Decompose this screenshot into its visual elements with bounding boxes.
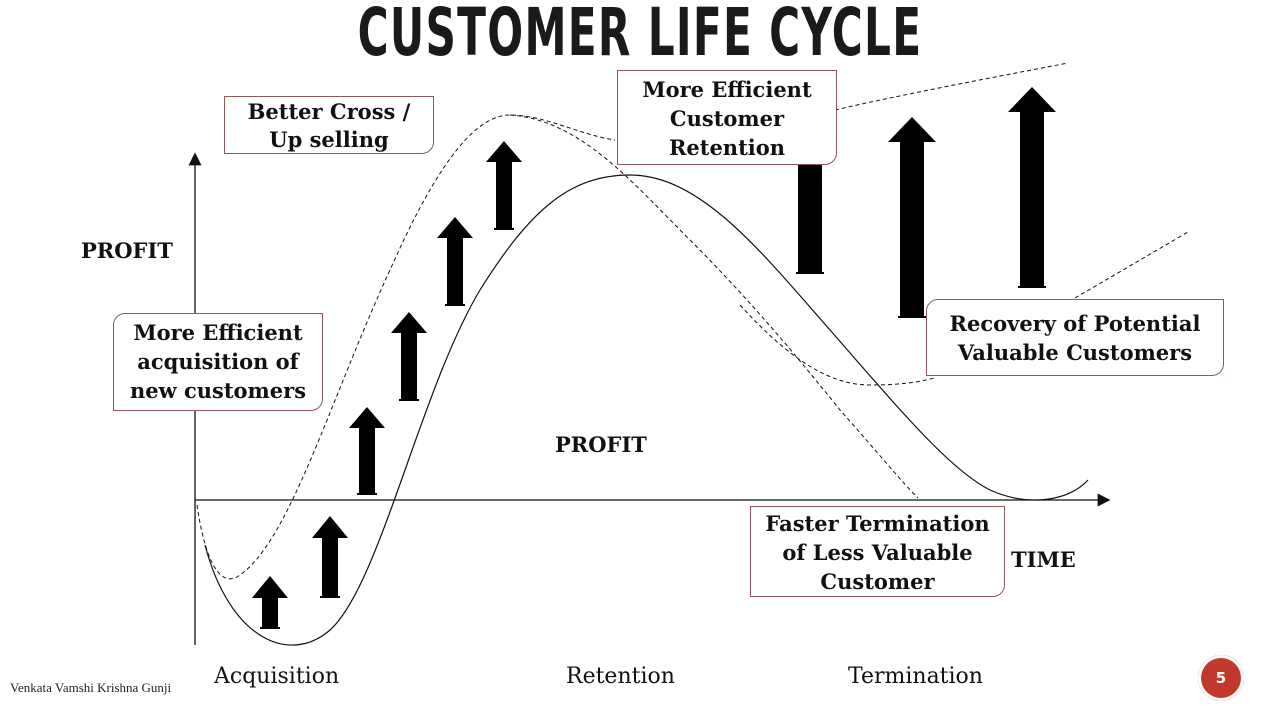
page-number-badge: 5	[1198, 655, 1244, 701]
improvement-arrow	[391, 312, 427, 401]
slide-title: CUSTOMER LIFE CYCLE	[357, 0, 923, 71]
retention-arrow	[796, 160, 824, 274]
phase-termination: Termination	[848, 664, 983, 689]
improvement-arrow	[252, 576, 288, 629]
acquisition-callout: More Efficient acquisition of new custom…	[113, 313, 323, 411]
recovery-arrow	[888, 117, 936, 318]
termination-dashed-curve	[509, 114, 919, 499]
base-profit-curve	[204, 174, 1089, 646]
retention-dashed-tail	[834, 62, 1069, 111]
recovery-callout: Recovery of Potential Valuable Customers	[926, 299, 1224, 376]
cross-selling-callout: Better Cross / Up selling	[224, 96, 434, 154]
termination-callout: Faster Termination of Less Valuable Cust…	[750, 506, 1005, 597]
phase-acquisition: Acquisition	[214, 664, 340, 689]
improvement-arrow	[486, 141, 522, 230]
recovery-dashed-tail	[1074, 231, 1189, 299]
y-axis-label: PROFIT	[81, 238, 173, 263]
improvement-arrow	[349, 407, 385, 495]
author-credit: Venkata Vamshi Krishna Gunji	[10, 680, 172, 695]
improvement-arrow	[437, 217, 473, 306]
phase-retention: Retention	[566, 664, 675, 689]
improved-profit-curve	[196, 114, 616, 580]
retention-callout: More Efficient Customer Retention	[617, 70, 837, 165]
x-axis-label: TIME	[1011, 547, 1076, 572]
recovery-arrow	[1008, 87, 1056, 288]
area-profit-label: PROFIT	[555, 432, 647, 457]
improvement-arrow	[312, 516, 348, 598]
recovery-dashed-curve	[739, 304, 936, 386]
